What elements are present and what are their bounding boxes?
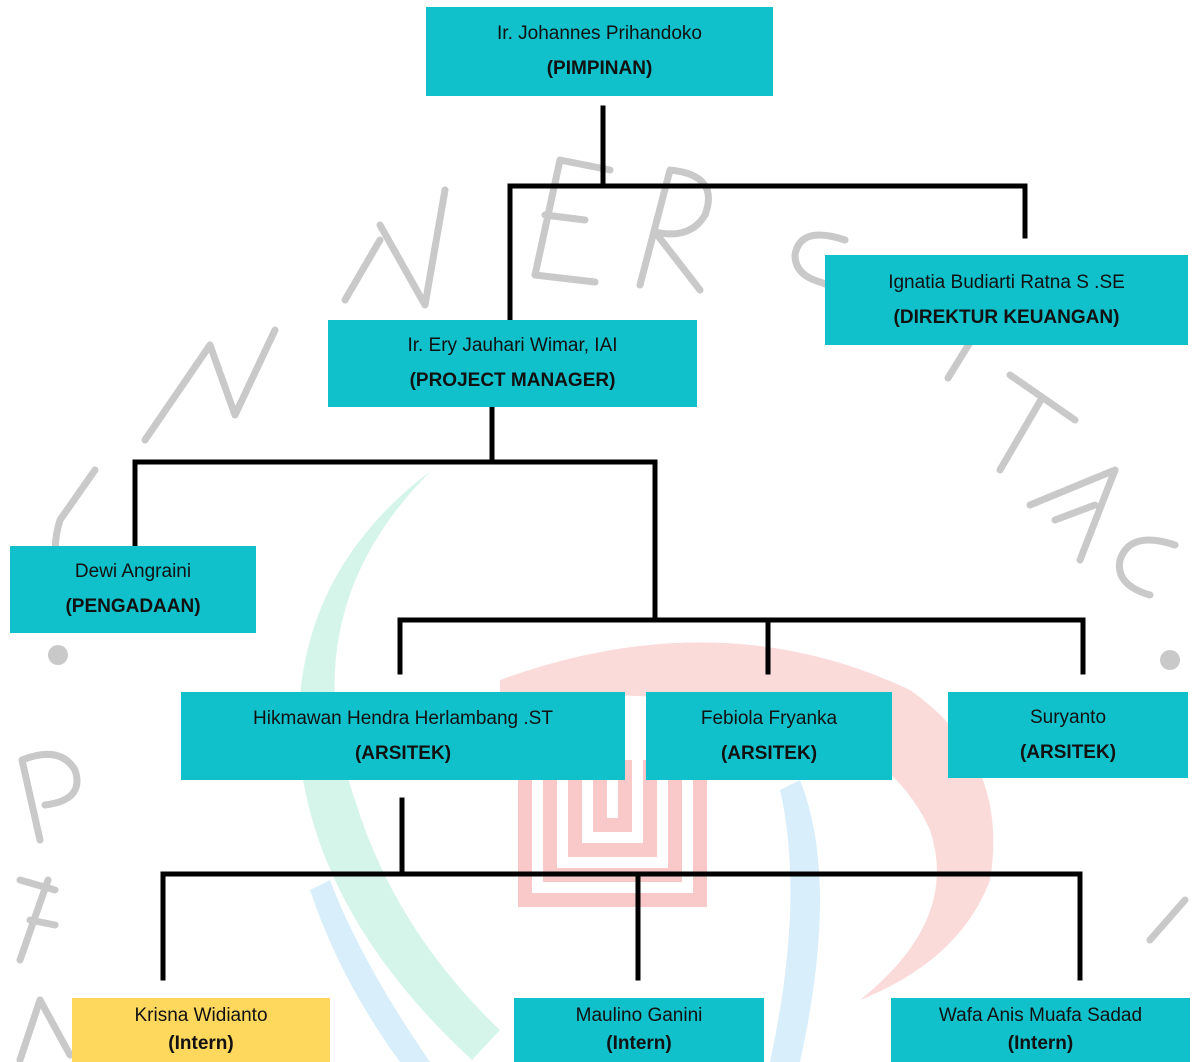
node-role: (Intern)	[1007, 1033, 1074, 1054]
node-name: Hikmawan Hendra Herlambang .ST	[253, 707, 553, 729]
node-role: (PIMPINAN)	[546, 58, 653, 79]
node-role: (Intern)	[168, 1033, 234, 1054]
node-intern-1: Krisna Widianto (Intern)	[72, 998, 330, 1062]
node-arsitek-1: Hikmawan Hendra Herlambang .ST (ARSITEK)	[181, 692, 625, 780]
node-role: (Intern)	[606, 1033, 672, 1054]
node-name: Krisna Widianto	[134, 1005, 268, 1026]
node-role: (ARSITEK)	[354, 742, 452, 764]
node-role: (PROJECT MANAGER)	[409, 370, 616, 391]
node-intern-3: Wafa Anis Muafa Sadad (Intern)	[891, 998, 1190, 1062]
node-name: Ir. Johannes Prihandoko	[497, 23, 702, 44]
node-direktur-keuangan: Ignatia Budiarti Ratna S .SE (DIREKTUR K…	[825, 255, 1188, 345]
node-project-manager: Ir. Ery Jauhari Wimar, IAI (PROJECT MANA…	[328, 320, 697, 407]
node-name: Dewi Angraini	[74, 561, 192, 582]
node-role: (ARSITEK)	[1019, 741, 1117, 763]
node-name: Maulino Ganini	[575, 1005, 703, 1026]
node-name: Febiola Fryanka	[700, 707, 838, 729]
node-pimpinan: Ir. Johannes Prihandoko (PIMPINAN)	[426, 7, 773, 96]
node-name: Ignatia Budiarti Ratna S .SE	[888, 271, 1125, 293]
node-pengadaan: Dewi Angraini (PENGADAAN)	[10, 546, 256, 633]
node-arsitek-3: Suryanto (ARSITEK)	[948, 692, 1188, 778]
node-arsitek-2: Febiola Fryanka (ARSITEK)	[646, 692, 892, 780]
node-name: Wafa Anis Muafa Sadad	[938, 1005, 1143, 1026]
node-role: (ARSITEK)	[720, 742, 818, 764]
node-role: (PENGADAAN)	[65, 596, 201, 617]
node-role: (DIREKTUR KEUANGAN)	[893, 306, 1120, 328]
node-name: Ir. Ery Jauhari Wimar, IAI	[407, 335, 618, 356]
node-name: Suryanto	[1029, 706, 1107, 728]
node-intern-2: Maulino Ganini (Intern)	[514, 998, 764, 1062]
